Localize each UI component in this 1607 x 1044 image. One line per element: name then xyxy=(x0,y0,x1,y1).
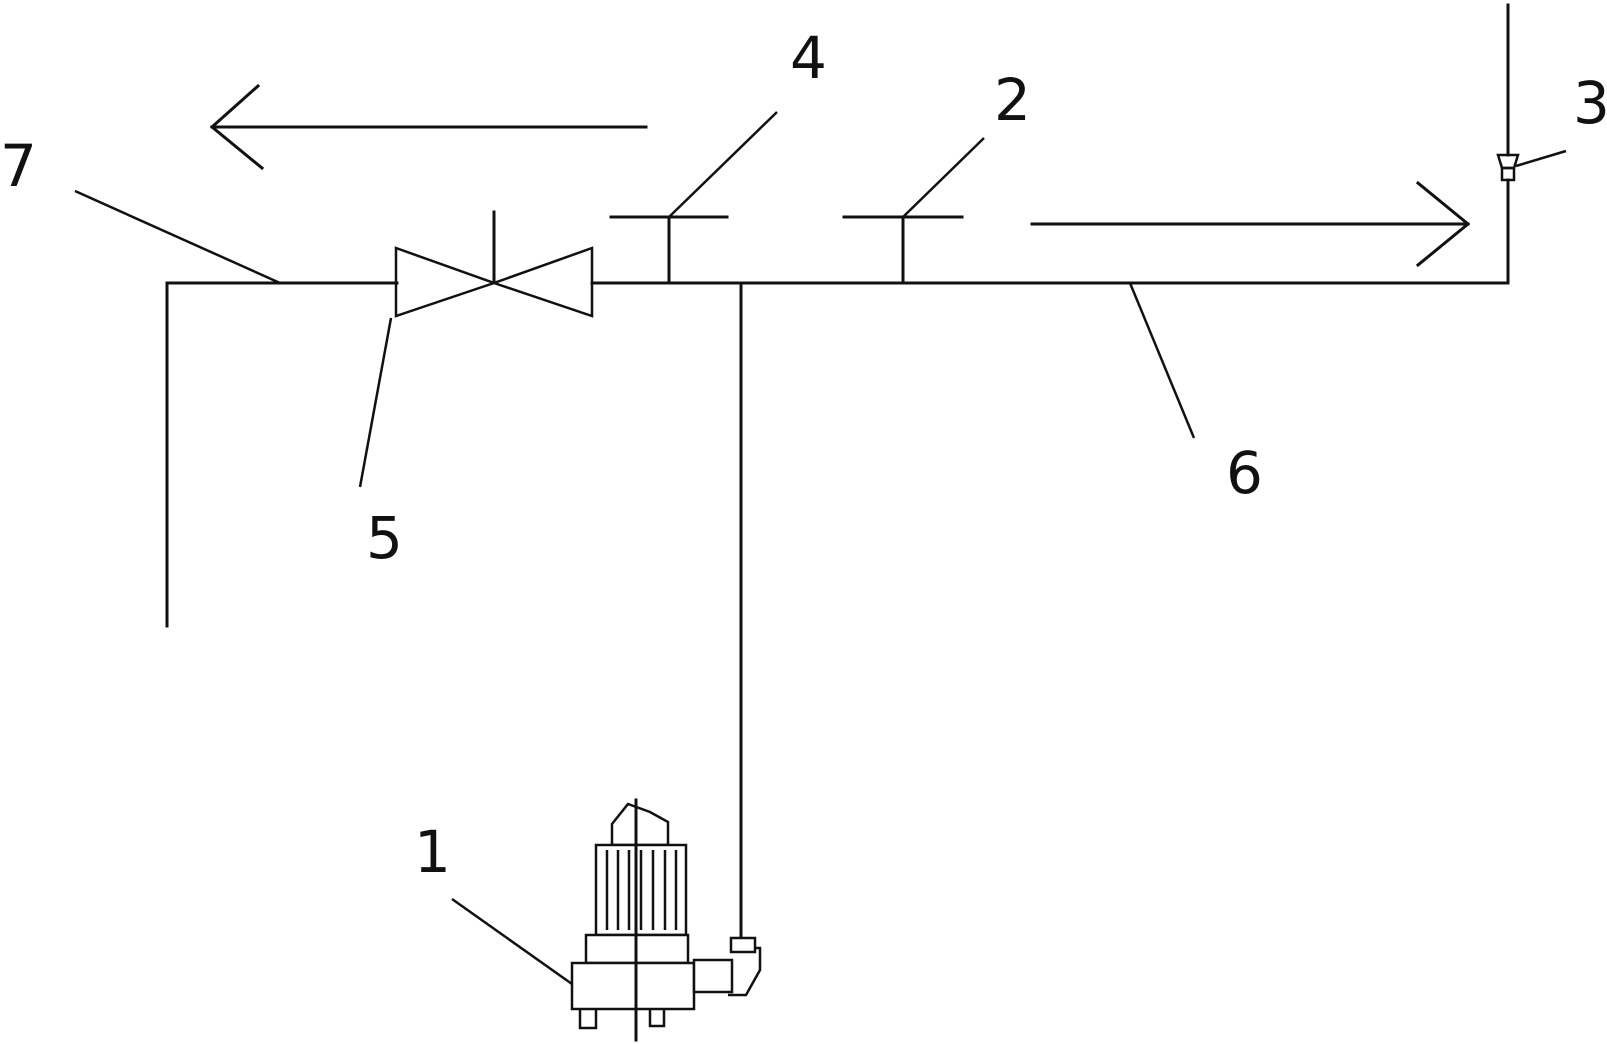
check-valve-icon xyxy=(1496,153,1520,182)
flow-arrow-left-icon xyxy=(209,83,648,171)
gate-valve-icon xyxy=(394,210,594,318)
leader-line-5 xyxy=(358,317,393,488)
leader-line-7 xyxy=(74,189,281,285)
label-5: 5 xyxy=(366,504,403,572)
leader-line-4 xyxy=(668,111,778,218)
label-1: 1 xyxy=(414,818,451,886)
submersible-pump-icon xyxy=(570,798,762,1042)
fitting-right xyxy=(842,215,964,285)
leader-line-2 xyxy=(902,137,985,218)
leader-line-6 xyxy=(1128,282,1196,439)
fitting-left xyxy=(609,215,729,285)
leader-line-1 xyxy=(451,897,573,986)
leader-line-3 xyxy=(1515,149,1567,168)
label-3: 3 xyxy=(1573,69,1607,137)
label-7: 7 xyxy=(0,132,37,200)
flow-arrow-right-icon xyxy=(1030,180,1471,268)
label-2: 2 xyxy=(994,66,1031,134)
main-pipe xyxy=(165,3,1510,628)
label-6: 6 xyxy=(1226,439,1263,507)
label-4: 4 xyxy=(790,24,827,92)
